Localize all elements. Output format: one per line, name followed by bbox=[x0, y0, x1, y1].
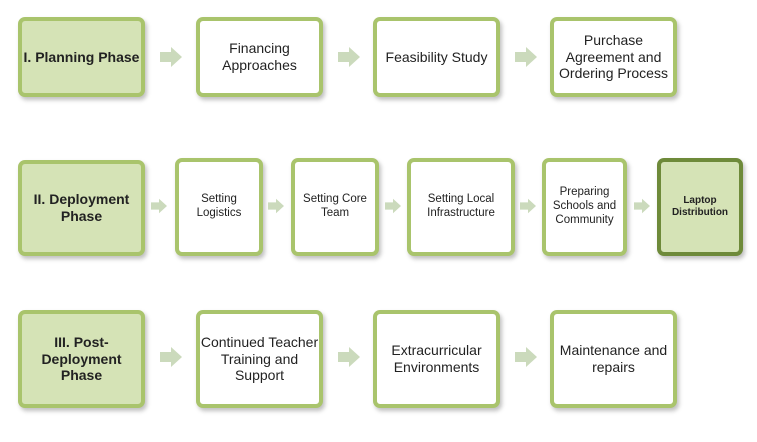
step-label: Maintenance and repairs bbox=[559, 342, 668, 375]
step-box: Purchase Agreement and Ordering Process bbox=[550, 17, 677, 97]
step-label: Extracurricular Environments bbox=[391, 342, 482, 375]
arrow-right-icon bbox=[634, 198, 650, 214]
step-label: Setting Local Infrastructure bbox=[427, 193, 495, 219]
arrow-right-icon bbox=[338, 347, 360, 367]
arrow-right-icon bbox=[160, 47, 182, 67]
step-label: Preparing Schools and Community bbox=[552, 186, 617, 226]
step-label: Setting Core Team bbox=[303, 193, 367, 219]
step-label: Setting Logistics bbox=[196, 193, 242, 219]
post-deployment-phase-box: III. Post-Deployment Phase bbox=[18, 310, 145, 408]
arrow-right-icon bbox=[515, 347, 537, 367]
arrow-right-icon bbox=[151, 198, 167, 214]
step-box: Maintenance and repairs bbox=[550, 310, 677, 408]
step-box: Setting Logistics bbox=[175, 158, 263, 256]
step-box: Extracurricular Environments bbox=[373, 310, 500, 408]
step-label: Financing Approaches bbox=[222, 40, 297, 73]
arrow-right-icon bbox=[385, 198, 401, 214]
planning-phase-box: I. Planning Phase bbox=[18, 17, 145, 97]
step-box: Continued Teacher Training and Support bbox=[196, 310, 323, 408]
phase-label: I. Planning Phase bbox=[23, 48, 140, 65]
step-box: Preparing Schools and Community bbox=[542, 158, 627, 256]
step-box: Setting Local Infrastructure bbox=[407, 158, 515, 256]
phase-label: II. Deployment Phase bbox=[33, 191, 130, 224]
step-label: Laptop Distribution bbox=[671, 195, 729, 218]
step-box: Feasibility Study bbox=[373, 17, 500, 97]
step-label: Feasibility Study bbox=[385, 48, 488, 65]
deployment-phase-box: II. Deployment Phase bbox=[18, 160, 145, 256]
step-label: Continued Teacher Training and Support bbox=[200, 333, 319, 384]
step-box: Setting Core Team bbox=[291, 158, 379, 256]
phase-label: III. Post-Deployment Phase bbox=[41, 333, 122, 384]
arrow-right-icon bbox=[160, 347, 182, 367]
arrow-right-icon bbox=[268, 198, 284, 214]
arrow-right-icon bbox=[520, 198, 536, 214]
laptop-distribution-box: Laptop Distribution bbox=[657, 158, 743, 256]
step-box: Financing Approaches bbox=[196, 17, 323, 97]
step-label: Purchase Agreement and Ordering Process bbox=[559, 31, 668, 82]
arrow-right-icon bbox=[338, 47, 360, 67]
arrow-right-icon bbox=[515, 47, 537, 67]
